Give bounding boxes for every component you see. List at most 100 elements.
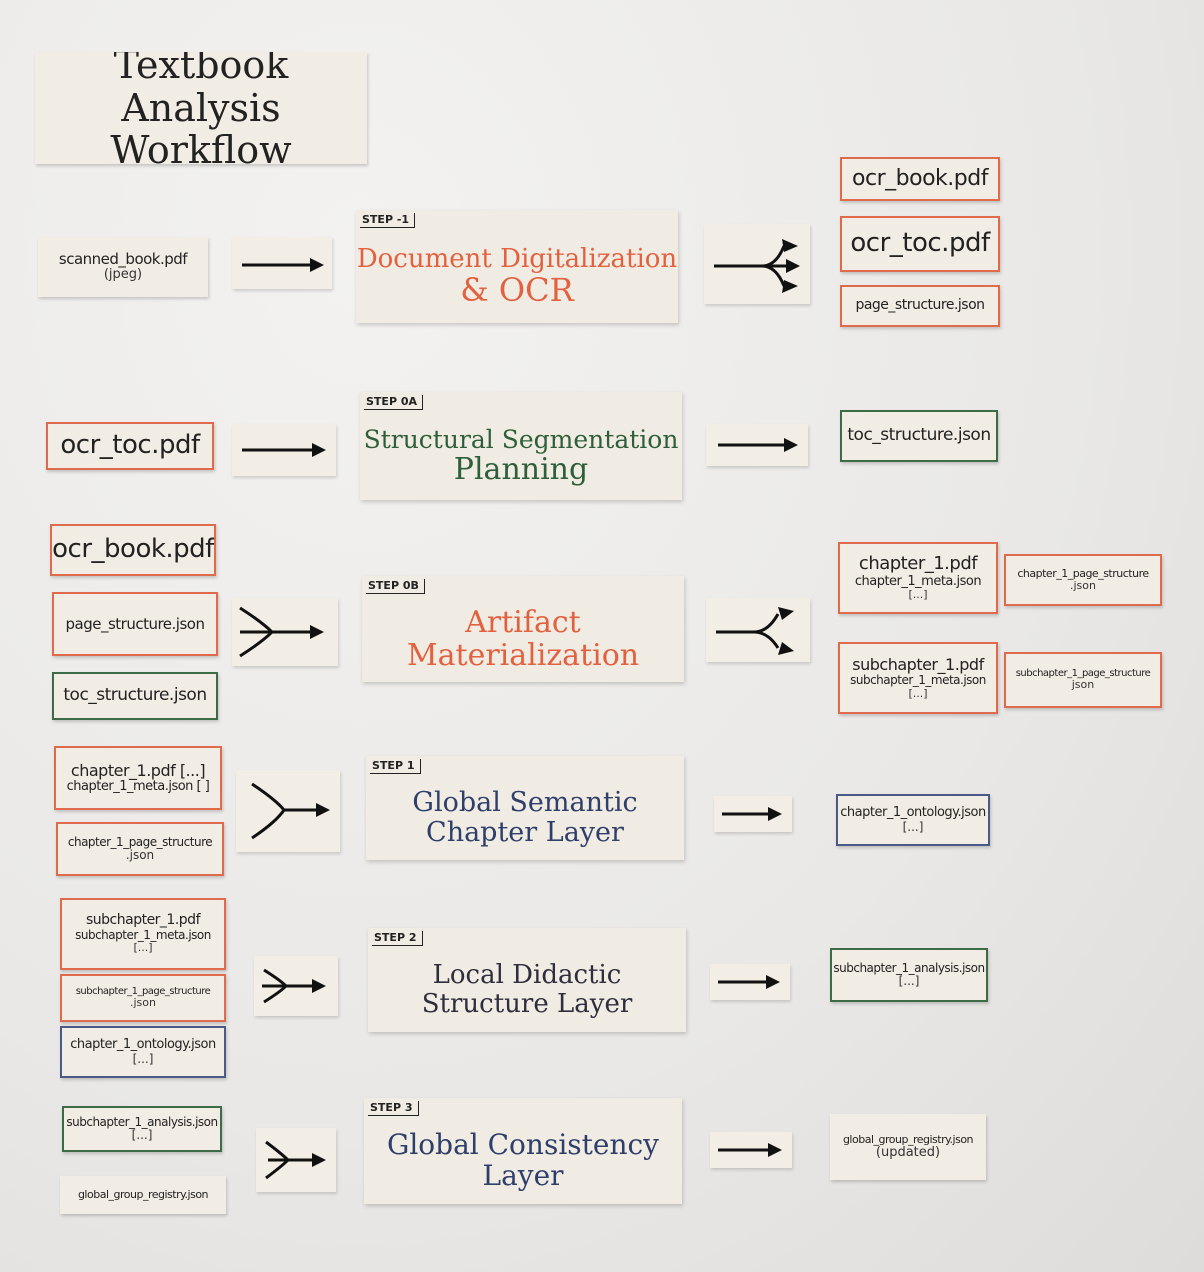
input-page-structure: page_structure.json (52, 592, 218, 656)
output-global-group-registry-name: global_group_registry.json (842, 1132, 974, 1146)
input-chapter-meta: chapter_1_meta.json [ ] (66, 778, 210, 794)
output-chapter-page-structure-name: chapter_1_page_structure (1017, 566, 1149, 580)
arrow-single-3 (706, 424, 808, 466)
step-minus-1-title-2: & OCR (460, 271, 574, 310)
arrow-merge-3-1-b (254, 956, 338, 1016)
input-subchapter-page-structure-ext: .json (130, 996, 156, 1010)
arrow-single-5 (710, 964, 790, 1000)
step-0a-card: STEP 0A Structural Segmentation Planning (360, 392, 682, 500)
step-1-tag: STEP 1 (370, 759, 421, 774)
input-ocr-book-name: ocr_book.pdf (52, 534, 214, 565)
output-subchapter-pdf: subchapter_1.pdf (852, 655, 984, 675)
output-toc-structure-name: toc_structure.json (847, 425, 991, 446)
step-minus-1-title-1: Document Digitalization (356, 243, 678, 274)
output-chapter-bundle: chapter_1.pdf chapter_1_meta.json [...] (838, 542, 998, 614)
output-chapter-ontology: chapter_1_ontology.json [...] (836, 794, 990, 846)
arrow-single-4 (714, 796, 792, 832)
input-subchapter-page-structure-name: subchapter_1_page_structure (75, 986, 211, 998)
title-line-2: Workflow (110, 128, 292, 164)
step-0a-title-1: Structural Segmentation (363, 424, 679, 454)
step-2-card: STEP 2 Local Didactic Structure Layer (368, 928, 686, 1032)
input-subchapter-page-structure: subchapter_1_page_structure .json (60, 974, 226, 1022)
input-scanned-book: scanned_book.pdf (jpeg) (38, 237, 208, 297)
output-chapter-page-structure-ext: .json (1070, 579, 1096, 592)
input-chapter-page-structure: chapter_1_page_structure .json (56, 822, 224, 876)
output-subchapter-page-structure-name: subchapter_1_page_structure (1015, 668, 1151, 680)
input-chapter-ontology-name: chapter_1_ontology.json (70, 1037, 216, 1052)
output-ocr-toc-name: ocr_toc.pdf (850, 228, 990, 259)
output-ocr-toc: ocr_toc.pdf (840, 216, 1000, 272)
output-ocr-book: ocr_book.pdf (840, 157, 1000, 201)
step-1-card: STEP 1 Global Semantic Chapter Layer (366, 756, 684, 860)
arrow-merge-2-1 (236, 770, 340, 852)
input-chapter-ontology-more: [...] (132, 1051, 154, 1066)
output-toc-structure: toc_structure.json (840, 410, 998, 462)
step-0a-tag: STEP 0A (364, 395, 423, 410)
step-3-tag: STEP 3 (368, 1101, 419, 1116)
input-page-structure-name: page_structure.json (65, 614, 205, 633)
step-1-title-1: Global Semantic (412, 787, 638, 819)
step-2-tag: STEP 2 (372, 931, 423, 946)
output-chapter-meta: chapter_1_meta.json (854, 573, 982, 589)
step-minus-1-tag: STEP -1 (360, 213, 416, 228)
input-subchapter-pdf: subchapter_1.pdf (85, 912, 201, 929)
title-line-1: Textbook Analysis (113, 52, 289, 130)
arrow-merge-3-1 (232, 598, 338, 666)
input-global-group-registry: global_group_registry.json (60, 1176, 226, 1214)
input-global-group-registry-name: global_group_registry.json (77, 1187, 209, 1201)
input-chapter-page-structure-name: chapter_1_page_structure (67, 834, 213, 849)
output-subchapter-analysis-more: [...] (898, 974, 920, 988)
output-chapter-ontology-name: chapter_1_ontology.json (840, 805, 986, 820)
input-scanned-book-format: (jpeg) (103, 267, 143, 283)
output-global-group-registry: global_group_registry.json (updated) (830, 1114, 986, 1180)
output-subchapter-meta: subchapter_1_meta.json (850, 673, 986, 688)
arrow-split-3-1 (704, 224, 810, 304)
step-0b-title-1: Artifact Materialization (406, 605, 640, 673)
output-subchapter-page-structure: subchapter_1_page_structure json (1004, 652, 1162, 708)
input-toc-structure: toc_structure.json (52, 672, 218, 720)
workflow-title: Textbook Analysis Workflow (35, 52, 367, 164)
input-subchapter-analysis-more: [...] (131, 1128, 153, 1142)
output-global-group-registry-status: (updated) (875, 1144, 941, 1160)
arrow-split-2-1 (706, 598, 810, 662)
arrow-single-1 (232, 237, 332, 289)
input-subchapter-bundle: subchapter_1.pdf subchapter_1_meta.json … (60, 898, 226, 970)
output-page-structure: page_structure.json (840, 285, 1000, 327)
input-chapter-bundle: chapter_1.pdf [...] chapter_1_meta.json … (54, 746, 222, 810)
output-ocr-book-name: ocr_book.pdf (852, 165, 988, 191)
input-ocr-book: ocr_book.pdf (50, 524, 216, 576)
arrow-merge-2-1-b (256, 1128, 336, 1192)
step-3-title-2: Layer (482, 1159, 564, 1192)
output-subchapter-more: [...] (908, 686, 928, 700)
output-subchapter-bundle: subchapter_1.pdf subchapter_1_meta.json … (838, 642, 998, 714)
output-chapter-more: [...] (908, 588, 928, 602)
output-page-structure-name: page_structure.json (855, 297, 985, 314)
arrow-single-6 (710, 1132, 792, 1168)
arrow-single-2 (232, 424, 336, 476)
input-chapter-pdf: chapter_1.pdf [...] (70, 760, 206, 780)
input-scanned-book-name: scanned_book.pdf (58, 250, 188, 269)
input-chapter-page-structure-ext: .json (125, 848, 155, 862)
input-ocr-toc-name: ocr_toc.pdf (60, 430, 200, 461)
input-subchapter-more: [...] (133, 941, 153, 955)
step-2-title-1: Local Didactic (432, 960, 622, 991)
step-2-title-2: Structure Layer (421, 989, 633, 1019)
input-chapter-ontology: chapter_1_ontology.json [...] (60, 1026, 226, 1078)
step-3-card: STEP 3 Global Consistency Layer (364, 1098, 682, 1204)
step-1-title-2: Chapter Layer (426, 817, 624, 848)
input-toc-structure-name: toc_structure.json (63, 685, 207, 706)
step-minus-1-card: STEP -1 Document Digitalization & OCR (356, 210, 678, 323)
input-subchapter-analysis-name: subchapter_1_analysis.json (66, 1114, 218, 1129)
step-0a-title-2: Planning (453, 452, 589, 488)
input-ocr-toc: ocr_toc.pdf (46, 422, 214, 470)
output-subchapter-analysis: subchapter_1_analysis.json [...] (830, 948, 988, 1002)
step-0b-tag: STEP 0B (366, 579, 425, 594)
input-subchapter-analysis: subchapter_1_analysis.json [...] (62, 1106, 222, 1152)
input-subchapter-meta: subchapter_1_meta.json (75, 927, 211, 942)
step-0b-card: STEP 0B Artifact Materialization (362, 576, 684, 682)
output-subchapter-analysis-name: subchapter_1_analysis.json (833, 960, 985, 975)
output-chapter-page-structure: chapter_1_page_structure .json (1004, 554, 1162, 606)
step-3-title-1: Global Consistency (386, 1128, 659, 1162)
output-chapter-pdf: chapter_1.pdf (858, 553, 978, 575)
output-subchapter-page-structure-ext: json (1071, 678, 1095, 692)
